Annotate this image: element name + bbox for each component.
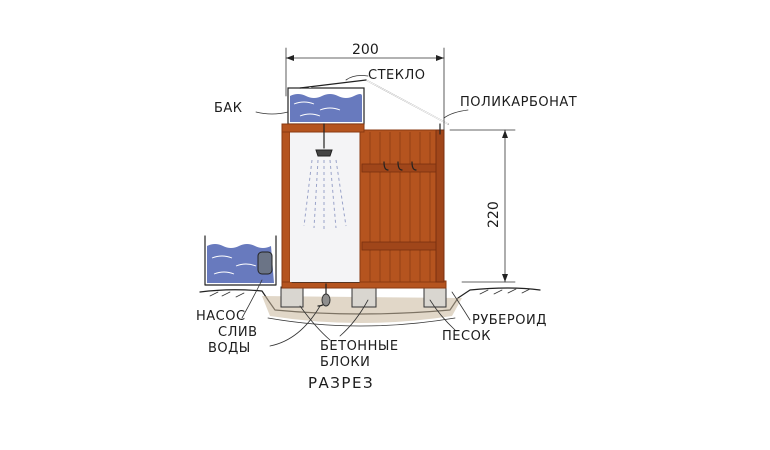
pump-pipe: [264, 76, 312, 263]
dimension-side-label: 220: [486, 201, 502, 228]
pump: [257, 251, 273, 275]
dimension-side: 220: [449, 129, 516, 283]
concrete-blocks-label-line2: БЛОКИ: [320, 355, 370, 370]
concrete-block-left: [280, 286, 304, 308]
drain-pipe: [317, 283, 331, 307]
concrete-block-middle: [351, 286, 377, 308]
left-wall: [281, 131, 291, 283]
glass-cover: [299, 79, 367, 89]
sand-label: ПЕСОК: [442, 329, 491, 344]
water-barrel: [204, 235, 277, 286]
dimension-top: 200: [285, 42, 445, 131]
water-tank: [281, 87, 365, 133]
roofing-felt-label: РУБЕРОИД: [472, 313, 547, 328]
section-caption: РАЗРЕЗ: [308, 374, 374, 392]
pump-label: НАСОС: [196, 309, 246, 324]
towel-hooks: [383, 161, 417, 171]
leader-lines: [241, 75, 471, 347]
concrete-blocks-label-line1: БЕТОННЫЕ: [320, 339, 399, 354]
concrete-block-right: [423, 286, 447, 308]
roof-polycarbonate: [365, 79, 449, 135]
dimension-top-label: 200: [352, 42, 379, 58]
drain-label-line1: СЛИВ: [218, 325, 258, 340]
tank-label: БАК: [214, 101, 243, 116]
polycarbonate-label: ПОЛИКАРБОНАТ: [460, 95, 577, 110]
concrete-blocks: [280, 286, 447, 308]
shower-head: [303, 123, 347, 230]
back-wall-planks: [359, 129, 445, 283]
glass-label: СТЕКЛО: [368, 68, 425, 83]
drain-label-line2: ВОДЫ: [208, 341, 251, 356]
shower-interior: [290, 131, 361, 283]
